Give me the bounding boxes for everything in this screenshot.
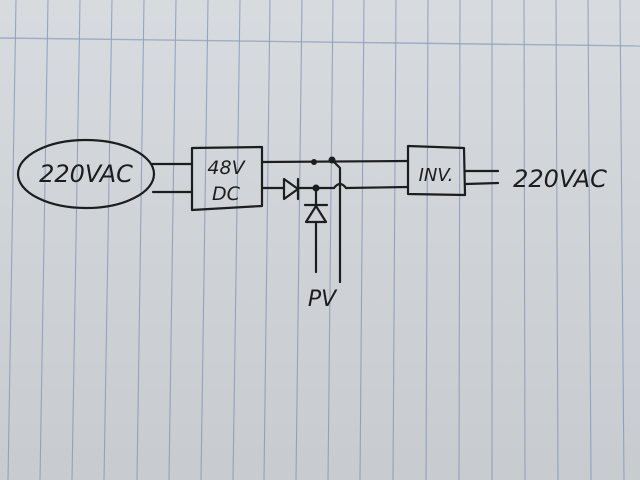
dc-bus-bottom-wire-right — [344, 185, 410, 190]
output-label: 220VAC — [513, 165, 607, 193]
junction-dot — [311, 159, 317, 165]
inverter-box — [406, 144, 467, 197]
ac-source-ellipse — [16, 138, 156, 210]
ac-source-label: 220VAC — [39, 160, 133, 188]
diode-converter-symbol — [282, 177, 300, 201]
wire-output-bottom — [464, 181, 500, 186]
pv-label: PV — [308, 287, 338, 312]
converter-box — [190, 145, 264, 212]
wire-pv-positive — [330, 158, 342, 284]
converter-label-line2: DC — [212, 183, 241, 205]
inverter-label: INV. — [419, 165, 454, 186]
diode-pv-symbol — [304, 204, 328, 224]
converter-label-line1: 48V — [207, 157, 246, 179]
